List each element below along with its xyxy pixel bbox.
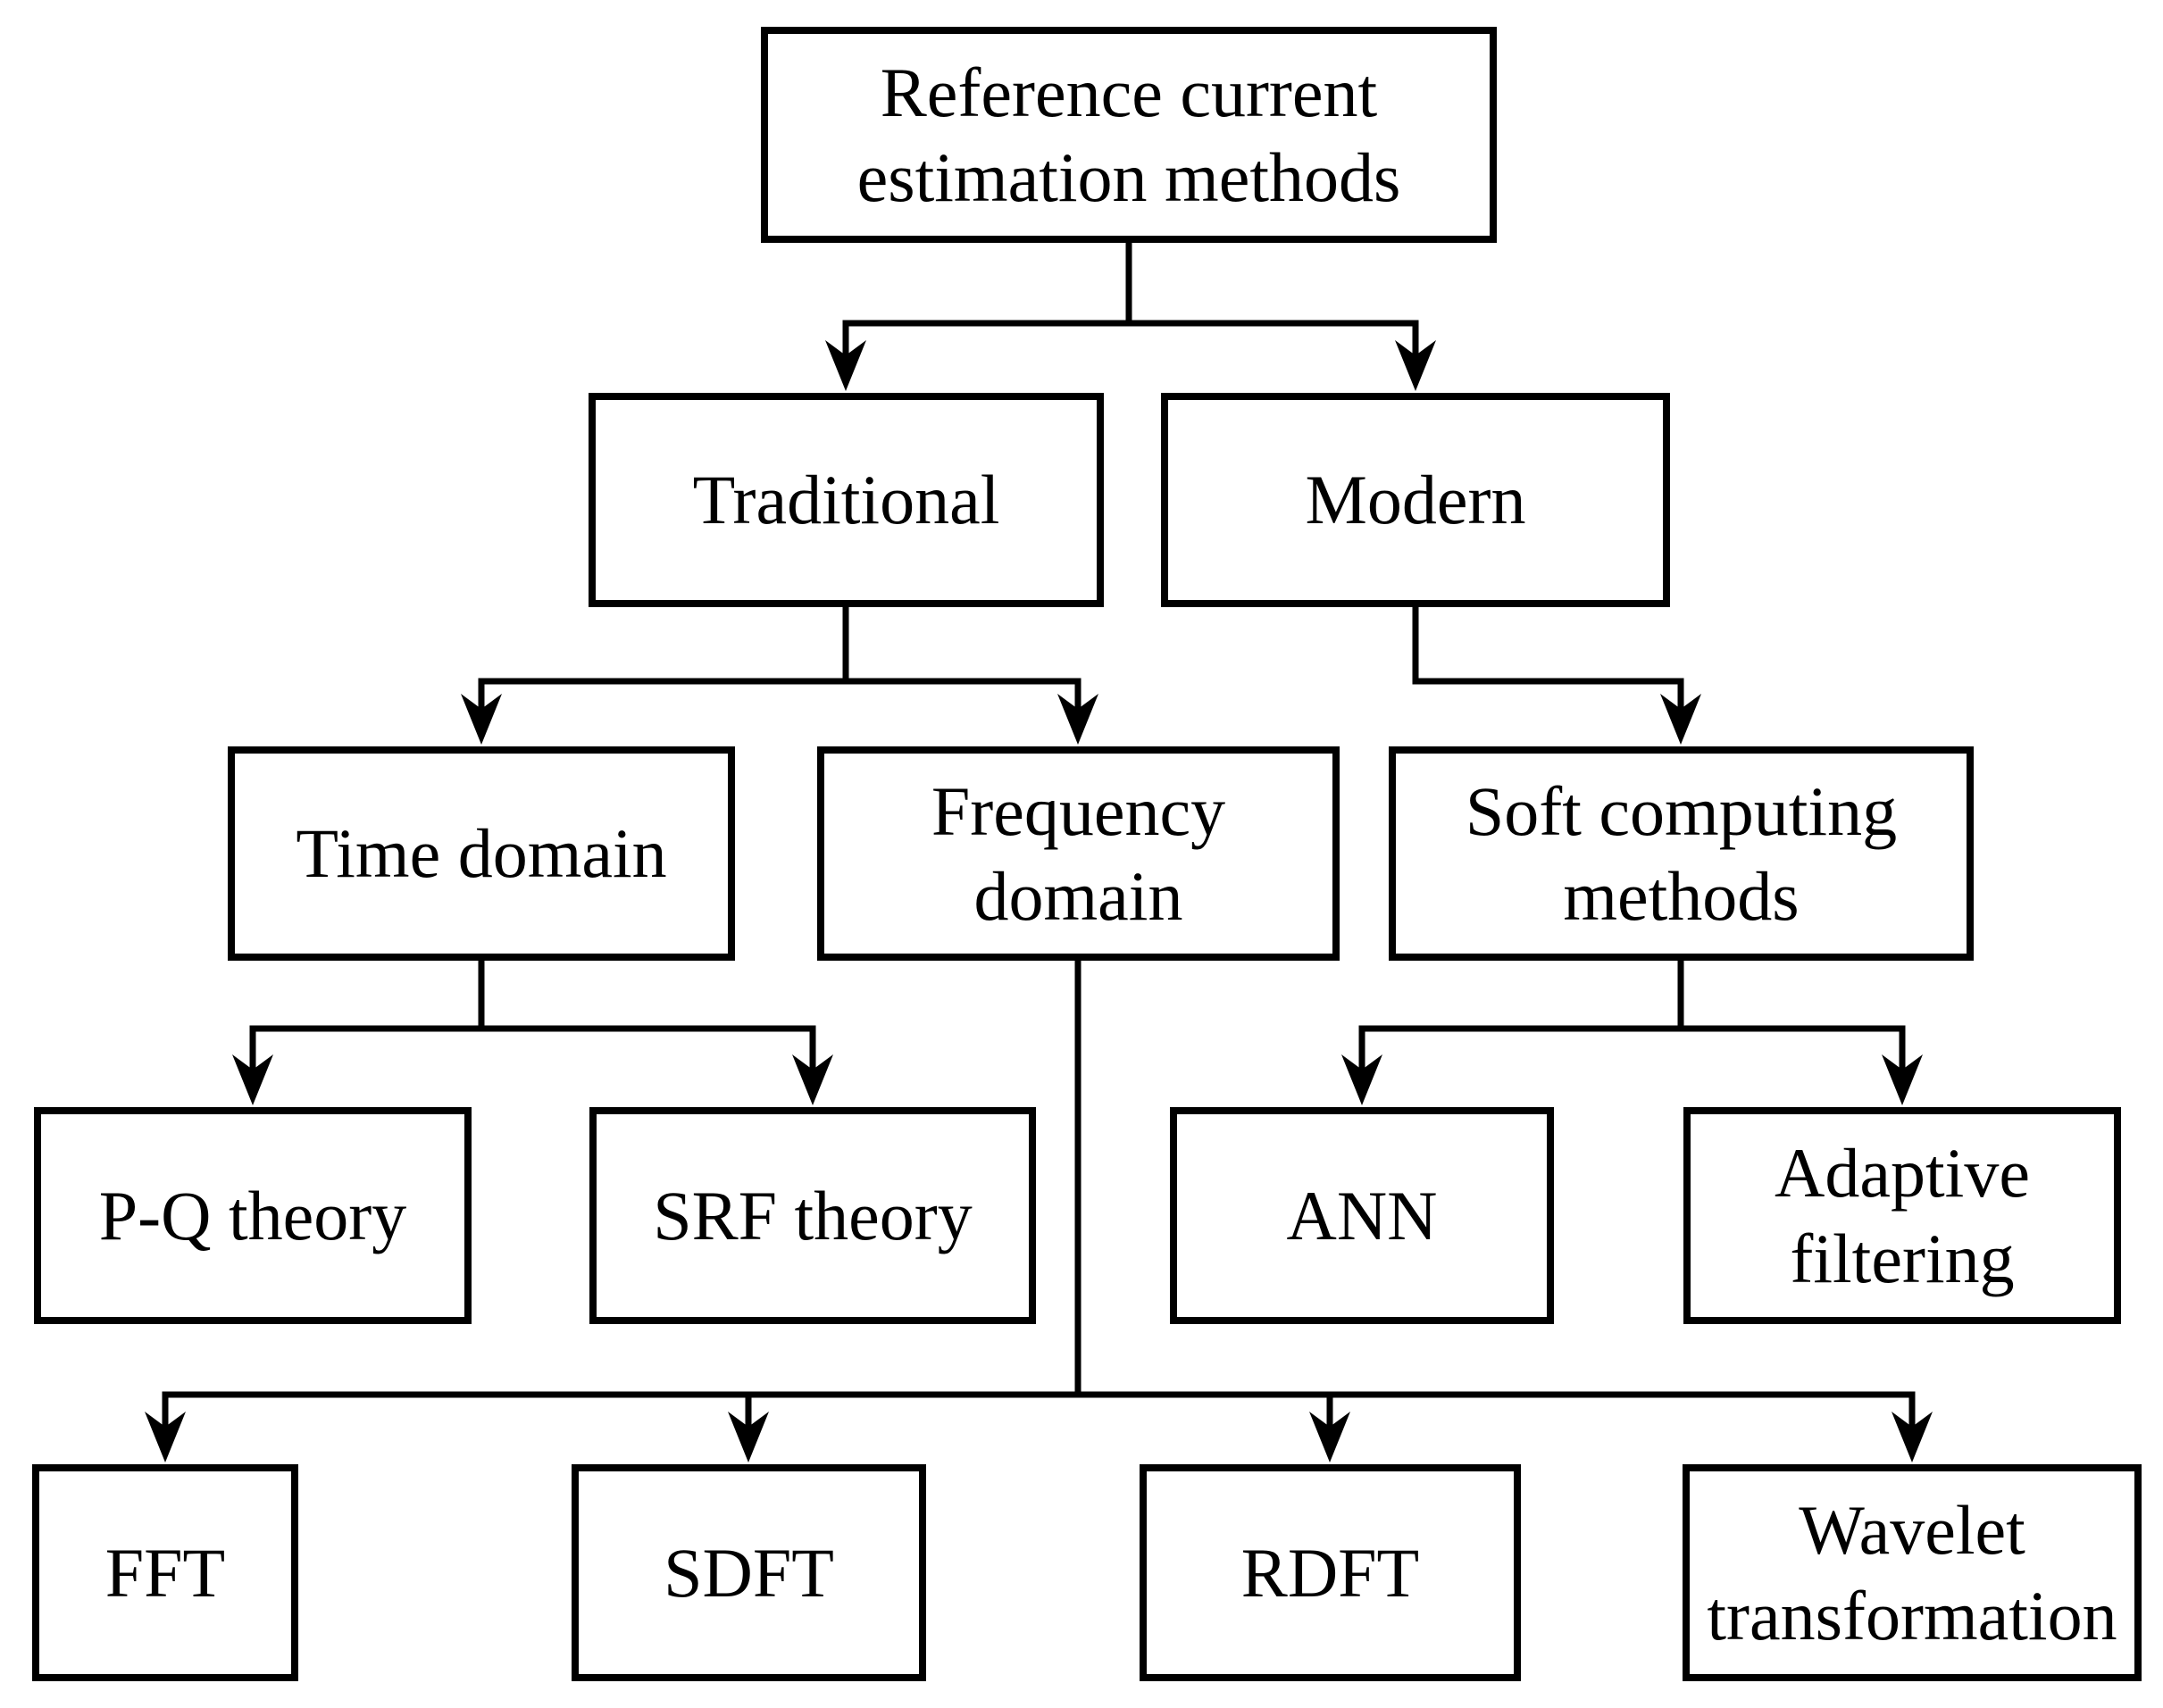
node-fft: FFT	[32, 1464, 298, 1681]
connector-frequency-domain-split	[145, 954, 1933, 1462]
connector-traditional-split	[461, 600, 1098, 745]
arrowhead-to-sdft	[728, 1412, 769, 1462]
node-sdft: SDFT	[572, 1464, 926, 1681]
node-label: Modern	[1305, 461, 1526, 539]
node-time-domain: Time domain	[228, 746, 735, 961]
node-pq-theory: P-Q theory	[34, 1107, 472, 1324]
arrowhead-to-srf-theory	[792, 1054, 833, 1105]
arrowhead-to-modern	[1395, 340, 1436, 391]
arrowhead-to-traditional	[825, 340, 866, 391]
node-wavelet-transformation: Wavelet transformation	[1683, 1464, 2142, 1681]
arrowhead-to-ann	[1341, 1054, 1382, 1105]
arrowhead-to-frequency-domain	[1057, 694, 1098, 745]
node-label: Reference current estimation methods	[856, 53, 1401, 216]
node-label: SRF theory	[653, 1176, 973, 1254]
arrowhead-to-pq-theory	[232, 1054, 273, 1105]
node-srf-theory: SRF theory	[589, 1107, 1036, 1324]
connector-root-split	[825, 236, 1436, 391]
arrowhead-to-rdft	[1309, 1412, 1350, 1462]
node-label: ANN	[1286, 1176, 1438, 1254]
connector-time-domain-split	[232, 954, 833, 1105]
arrowhead-to-wavelet	[1892, 1412, 1933, 1462]
node-rdft: RDFT	[1140, 1464, 1521, 1681]
node-label: Time domain	[296, 814, 667, 893]
node-label: RDFT	[1240, 1533, 1420, 1612]
node-frequency-domain: Frequency domain	[817, 746, 1340, 961]
arrowhead-to-fft	[145, 1412, 186, 1462]
arrowhead-to-soft-computing	[1660, 694, 1701, 745]
node-traditional: Traditional	[589, 393, 1104, 607]
connector-modern-to-soft-computing	[1412, 600, 1701, 745]
node-label: FFT	[104, 1533, 226, 1612]
node-label: Frequency domain	[931, 771, 1226, 935]
connector-soft-computing-split	[1341, 954, 1923, 1105]
arrowhead-to-adaptive-filtering	[1882, 1054, 1923, 1105]
node-label: Soft computing methods	[1465, 771, 1898, 935]
node-label: Wavelet transformation	[1707, 1491, 2117, 1654]
node-soft-computing-methods: Soft computing methods	[1389, 746, 1974, 961]
node-ann: ANN	[1170, 1107, 1554, 1324]
node-label: P-Q theory	[98, 1176, 407, 1254]
node-adaptive-filtering: Adaptive filtering	[1683, 1107, 2121, 1324]
node-label: Traditional	[692, 461, 1000, 539]
node-modern: Modern	[1161, 393, 1670, 607]
arrowhead-to-time-domain	[461, 694, 502, 745]
node-label: Adaptive filtering	[1775, 1134, 2030, 1297]
node-reference-current-estimation-methods: Reference current estimation methods	[761, 27, 1497, 243]
node-label: SDFT	[664, 1533, 834, 1612]
